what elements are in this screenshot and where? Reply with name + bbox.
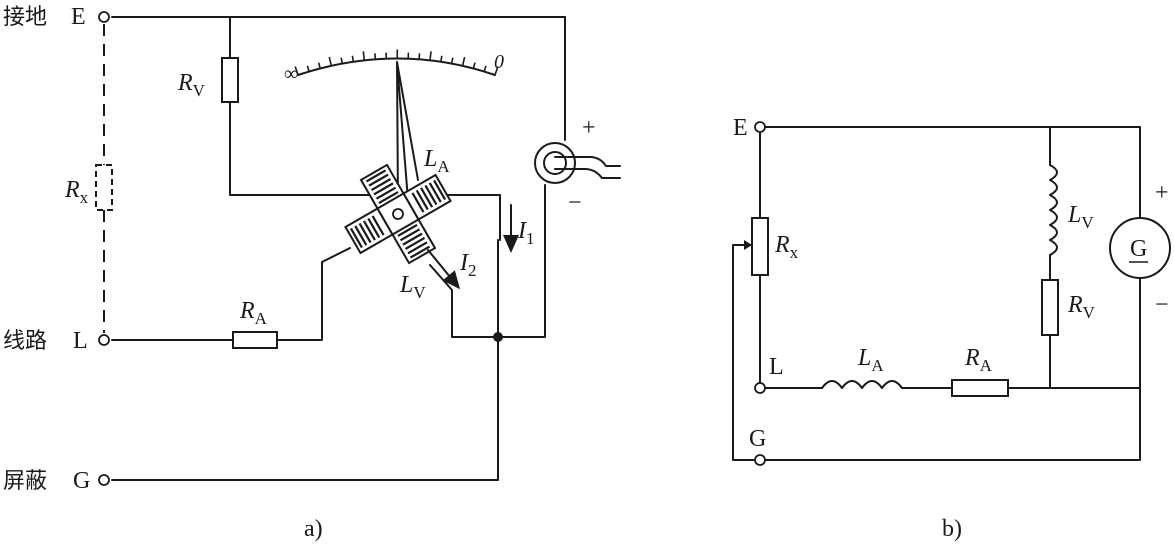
ra-resistor (232, 331, 278, 349)
line-terminal (98, 334, 110, 346)
rx-resistor-b (751, 217, 769, 276)
earth-top-wire (111, 16, 566, 141)
scale-tick (461, 56, 466, 66)
i2-label: I2 (459, 250, 477, 280)
diagram-a: ∞ 0 (3, 4, 621, 542)
ra-resistor-b (951, 379, 1009, 397)
meter-pointer (396, 61, 419, 206)
guard-wire-b (764, 387, 1141, 461)
generator-b-plus: + (1155, 180, 1169, 206)
scale-tick (306, 65, 310, 72)
ra-label: RA (239, 298, 268, 328)
guard-terminal-letter: G (73, 468, 90, 494)
l-label-b: L (769, 354, 784, 380)
earth-terminal-letter: E (71, 4, 86, 30)
scale-infinity-label: ∞ (284, 63, 298, 85)
g-label-b: G (749, 426, 766, 452)
generator-b-minus: − (1155, 292, 1169, 318)
top-wire-b (764, 126, 1141, 389)
meter-scale-arc (297, 57, 496, 76)
la-inductor-b (821, 380, 903, 389)
line-wire (111, 247, 351, 341)
guard-wire (111, 239, 499, 481)
scale-tick (450, 57, 454, 64)
diagram-b: G E L G Rx LV RV LA RA + − b) (732, 115, 1171, 542)
caption-a: a) (304, 516, 323, 542)
junction-dot (493, 332, 503, 342)
l-terminal-b (754, 382, 766, 394)
rx-wiper-arrow (744, 240, 752, 250)
generator-b-label: G (1130, 236, 1147, 262)
scale-tick (429, 51, 432, 61)
line-terminal-letter: L (73, 328, 88, 354)
scale-tick (351, 55, 355, 62)
meter-scale-ticks (294, 49, 499, 76)
earth-terminal-cn-label: 接地 (3, 5, 47, 30)
ra-label-b: RA (964, 345, 993, 375)
rx-label: Rx (64, 177, 89, 207)
scale-tick (362, 51, 366, 61)
e-terminal-b (754, 121, 766, 133)
scale-tick (483, 65, 487, 72)
scale-tick (494, 66, 499, 76)
rv-label-b: RV (1067, 292, 1096, 322)
generator-plus-label: + (582, 115, 596, 141)
guard-terminal (98, 474, 110, 486)
e-label-b: E (733, 115, 748, 141)
rx-wiper-wire-b (732, 244, 756, 461)
earth-terminal (98, 11, 110, 23)
lv-inductor-b (1049, 164, 1058, 256)
generator-b (1109, 217, 1171, 279)
rv-resistor-b (1041, 279, 1059, 336)
generator-minus-label: − (568, 190, 582, 216)
scale-tick (328, 56, 333, 66)
rx-resistor (95, 164, 113, 211)
hand-generator (534, 142, 621, 184)
scale-tick (440, 55, 443, 62)
rv-drop-wire (229, 16, 381, 196)
lv-label: LV (399, 272, 426, 302)
rv-label: RV (177, 70, 206, 100)
current-i2-arrow (427, 249, 461, 290)
guard-terminal-cn-label: 屏蔽 (3, 469, 47, 494)
line-terminal-cn-label: 线路 (3, 329, 47, 354)
scale-tick (317, 62, 321, 69)
g-terminal-b (754, 454, 766, 466)
scale-tick (340, 57, 344, 64)
la-label-b: LA (857, 345, 884, 375)
lv-out-wire (429, 184, 546, 338)
scale-tick (472, 62, 476, 69)
scale-zero-label: 0 (494, 51, 504, 73)
caption-b: b) (942, 516, 962, 542)
rx-label-b: Rx (774, 232, 799, 262)
cross-coil (344, 163, 452, 265)
la-label: LA (423, 146, 450, 176)
lv-label-b: LV (1067, 202, 1094, 232)
i1-label: I1 (517, 218, 535, 248)
rv-resistor (221, 57, 239, 103)
scale-tick (294, 66, 299, 76)
